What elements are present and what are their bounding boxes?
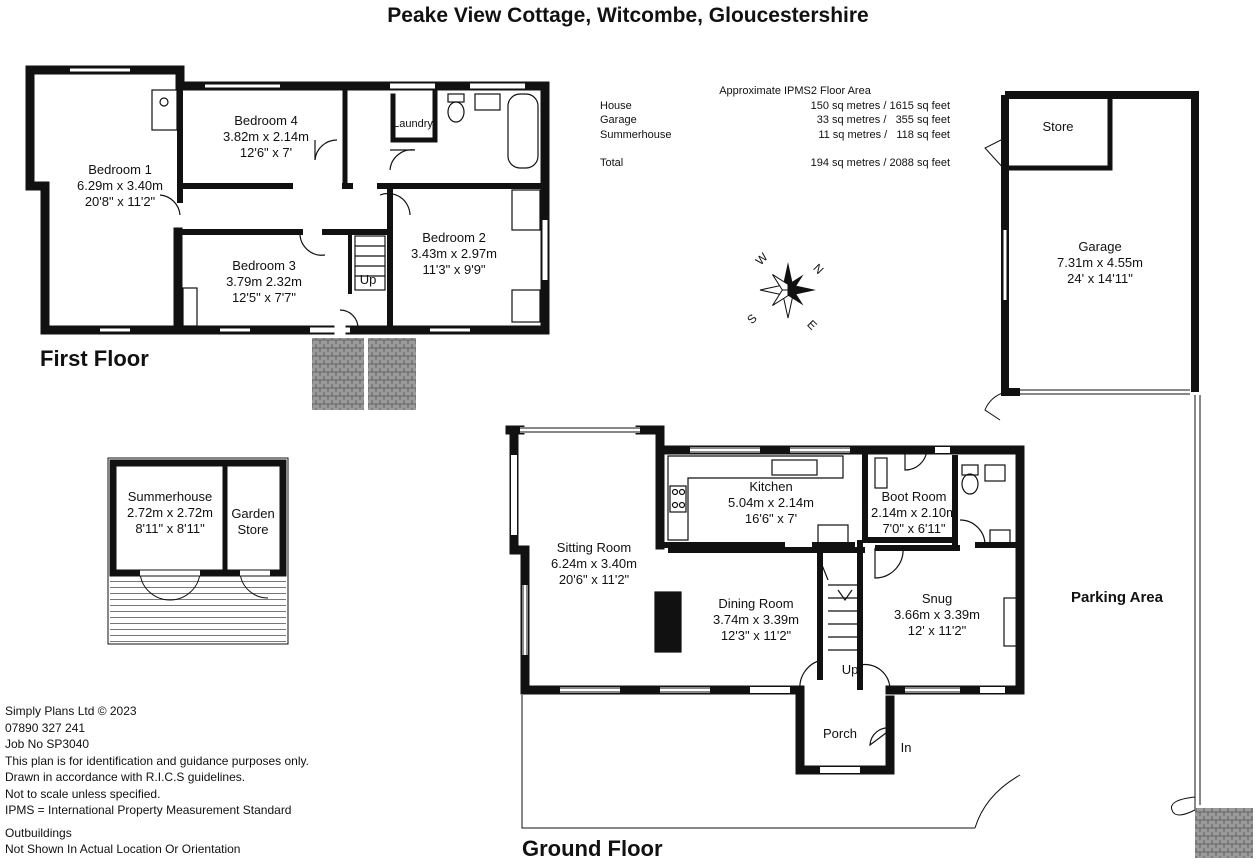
parking-area-label: Parking Area [1071,589,1163,606]
room-summerhouse: Summerhouse 2.72m x 2.72m 8'11" x 8'11" [127,489,213,536]
note-line: This plan is for identification and guid… [5,753,309,768]
room-garden-store: Garden Store [231,506,275,537]
plan-notes: Simply Plans Ltd © 2023 07890 327 241 Jo… [5,703,309,858]
note-line: Simply Plans Ltd © 2023 [5,704,137,718]
garage-paving [1195,808,1253,858]
first-floor-fixtures [151,89,541,329]
plan-title: Peake View Cottage, Witcombe, Gloucester… [387,4,869,27]
note-line: IPMS = International Property Measuremen… [5,803,292,817]
stairs-up-first-floor: Up [359,272,377,287]
summerhouse-decking [110,577,286,642]
room-kitchen: Kitchen 5.04m x 2.14m 16'6" x 7' [728,479,814,526]
paving-area-left [312,338,364,410]
first-floor-windows [70,67,548,333]
room-bedroom-4: Bedroom 4 3.82m x 2.14m 12'6" x 7' [223,113,309,160]
note-line: Not Shown In Actual Location Or Orientat… [5,842,241,856]
room-bedroom-2: Bedroom 2 3.43m x 2.97m 11'3" x 9'9" [411,230,497,277]
paving-area-right [368,338,416,410]
kitchen-units [654,449,1019,747]
note-line: Job No SP3040 [5,737,90,751]
ground-floor-windows [511,427,1005,773]
ground-floor-label: Ground Floor [522,836,663,861]
garage-window [1002,230,1185,395]
room-snug: Snug 3.66m x 3.39m 12' x 11'2" [894,591,980,638]
garden-boundary [521,695,1021,829]
room-porch: Porch [823,726,857,741]
first-floor-window-lines [70,67,470,333]
note-line: Not to scale unless specified. [5,786,161,801]
room-dining-room: Dining Room 3.74m x 3.39m 12'3" x 11'2" [713,596,799,643]
compass-rose-icon [759,262,816,319]
room-sitting-room: Sitting Room 6.24m x 3.40m 20'6" x 11'2" [551,540,637,587]
note-line: 07890 327 241 [5,720,86,735]
first-floor-label: First Floor [40,346,149,371]
room-laundry: Laundry [393,118,433,130]
area-table-heading: Approximate IPMS2 Floor Area [719,85,871,97]
stairs-up-ground-floor: Up [841,662,859,677]
entrance-label: In [900,740,912,755]
room-boot-room: Boot Room 2.14m x 2.10m 7'0" x 6'11" [871,489,957,536]
room-garage: Garage 7.31m x 4.55m 24' x 14'11" [1057,239,1143,286]
room-bedroom-1: Bedroom 1 6.29m x 3.40m 20'8" x 11'2" [77,162,163,209]
note-line: Drawn in accordance with R.I.C.S guideli… [5,770,246,784]
room-bedroom-3: Bedroom 3 3.79m 2.32m 12'5" x 7'7" [226,258,302,305]
room-store: Store [1042,119,1074,134]
ground-floor-interior [660,450,1020,690]
note-line: Outbuildings [5,825,72,840]
